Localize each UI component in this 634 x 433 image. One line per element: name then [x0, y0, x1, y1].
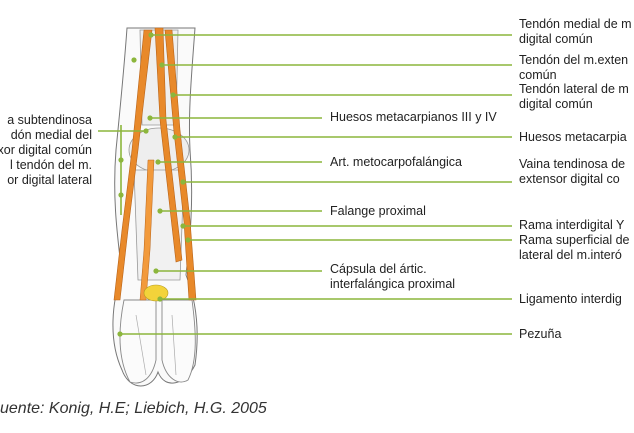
tendon-common-extensor	[154, 27, 183, 263]
dot-pezuna	[117, 331, 123, 337]
tendon-branch	[139, 159, 155, 301]
limb-illustration	[112, 27, 198, 387]
dot-vaina	[180, 179, 186, 185]
dot-rama-superficial	[185, 237, 191, 243]
dot-tendon-extensor	[159, 62, 165, 68]
dot-tendon-medial	[148, 32, 154, 38]
hoof-left	[119, 299, 157, 384]
dot-metacarpofalangica	[155, 159, 161, 165]
leader-lines	[98, 34, 512, 335]
label-pezuna: Pezuña	[519, 327, 562, 341]
label-metacarpianos: Huesos metacarpianos III y IV	[330, 110, 497, 124]
dot-metacarpia-right	[172, 134, 178, 140]
label-falange: Falange proximal	[330, 204, 426, 218]
leader-dots	[117, 32, 191, 337]
source-caption: uente: Konig, H.E; Liebich, H.G. 2005	[0, 400, 267, 417]
dot-bursa	[143, 128, 149, 134]
interphalangeal-capsule	[143, 284, 169, 302]
dot-capsula	[153, 268, 159, 274]
dot-tendon-lateral	[170, 92, 176, 98]
dot-metacarpianos	[147, 115, 153, 121]
dot-left-low	[118, 192, 124, 198]
hoof-right	[161, 299, 196, 383]
tendon-medial	[113, 29, 153, 301]
label-ligamento: Ligamento interdig	[519, 292, 622, 306]
label-metacarpofalangica: Art. metocarpofalángica	[330, 155, 463, 169]
label-rama-interdigital: Rama interdigital Y	[519, 218, 625, 232]
dot-left-top	[131, 57, 137, 63]
label-capsula: Cápsula del ártic.interfalángica proxima…	[330, 262, 456, 291]
dot-rama-interdigital	[180, 223, 186, 229]
label-bursa: a subtendinosa dón medial del xor digita…	[0, 113, 92, 187]
dot-left-mid	[118, 157, 124, 163]
dot-falange	[157, 208, 163, 214]
dot-ligamento	[157, 296, 163, 302]
hoof-detail	[135, 314, 177, 376]
label-metacarpia-right: Huesos metacarpia	[519, 130, 627, 144]
